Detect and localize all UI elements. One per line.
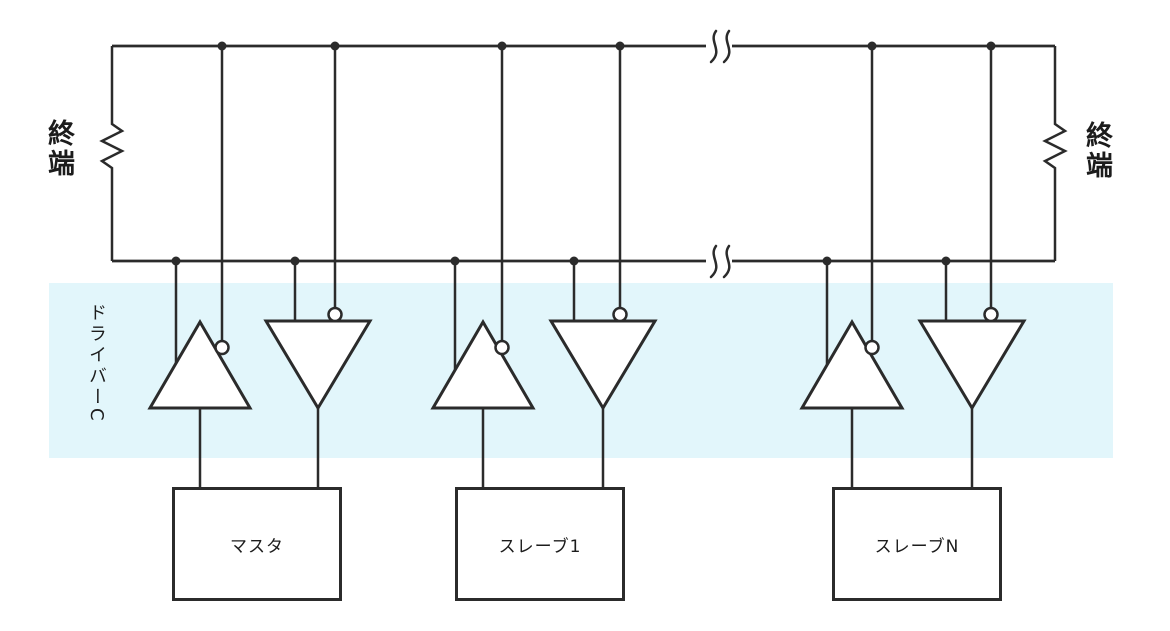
node-label-slave1: スレーブ1	[498, 536, 582, 557]
junction-dot	[941, 256, 951, 266]
junction-dot	[497, 41, 507, 51]
driver-triangle-icon	[430, 319, 536, 410]
transceiver-group-master	[147, 41, 373, 487]
receiver-inverting-bubble-icon	[327, 306, 343, 323]
junction-dot	[171, 256, 181, 266]
node-box-slaveN: スレーブN	[832, 487, 1002, 601]
junction-dot	[569, 256, 579, 266]
termination-label-right: 終端	[1081, 121, 1112, 181]
node-label-master: マスタ	[230, 536, 284, 557]
node-label-slaveN: スレーブN	[874, 536, 960, 557]
junction-dot	[986, 41, 996, 51]
bus-break-icon	[709, 29, 731, 279]
receiver-triangle-icon	[548, 319, 658, 411]
node-box-slave1: スレーブ1	[455, 487, 625, 601]
receiver-inverting-bubble-icon	[983, 306, 999, 323]
junction-dot	[290, 256, 300, 266]
driver-triangle-icon	[799, 319, 905, 410]
termination-label-left: 終端	[43, 119, 74, 179]
junction-dot	[450, 256, 460, 266]
driver-inverting-bubble-icon	[864, 339, 880, 356]
receiver-triangle-icon	[263, 319, 373, 411]
driver-inverting-bubble-icon	[494, 339, 510, 356]
receiver-triangle-icon	[917, 319, 1027, 411]
receiver-inverting-bubble-icon	[612, 306, 628, 323]
driver-triangle-icon	[147, 319, 253, 410]
left-termination-resistor-icon	[99, 46, 125, 261]
driver-inverting-bubble-icon	[214, 339, 230, 356]
node-box-master: マスタ	[172, 487, 342, 601]
junction-dot	[822, 256, 832, 266]
transceiver-group-slaveN	[799, 41, 1027, 487]
right-termination-resistor-icon	[1042, 46, 1068, 261]
junction-dot	[615, 41, 625, 51]
junction-dot	[217, 41, 227, 51]
transceiver-group-slave1	[430, 41, 658, 487]
junction-dot	[330, 41, 340, 51]
junction-dot	[867, 41, 877, 51]
driver-row-label: ドライバーC	[86, 303, 107, 424]
